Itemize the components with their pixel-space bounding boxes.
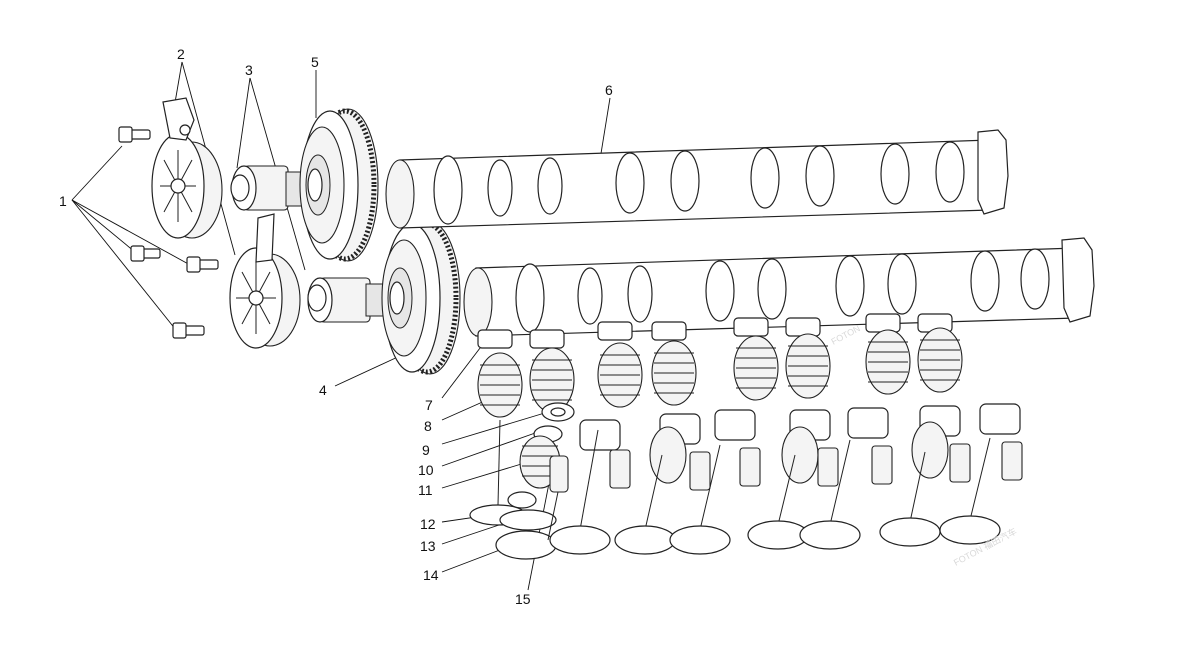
vvt-sprocket-lower (381, 221, 461, 375)
center-bolt-lower (307, 277, 387, 323)
sensor-cover-upper (151, 97, 223, 239)
valve-exploded-parts (469, 402, 575, 560)
callout-1: 1 (59, 193, 67, 209)
callout-3: 3 (245, 62, 253, 78)
callout-9: 9 (422, 442, 430, 458)
callout-7: 7 (425, 397, 433, 413)
camshaft-lower (463, 237, 1095, 337)
callout-5: 5 (311, 54, 319, 70)
bolt-4 (172, 322, 205, 339)
vvt-sprocket-upper (299, 108, 379, 262)
valve-train-row-lower (549, 403, 1023, 555)
valve-train-row-upper (477, 313, 963, 418)
callout-12: 12 (420, 516, 436, 532)
callout-11: 11 (418, 482, 433, 498)
camshaft-upper (385, 129, 1009, 229)
bolt-3 (186, 256, 219, 273)
callout-14: 14 (423, 567, 439, 583)
callout-2: 2 (177, 46, 185, 62)
callout-6: 6 (605, 82, 613, 98)
callout-13: 13 (420, 538, 436, 554)
bolt-1 (118, 126, 151, 143)
center-bolt-upper (230, 165, 309, 211)
sensor-cover-lower (229, 213, 301, 349)
callout-10: 10 (418, 462, 434, 478)
callout-4: 4 (319, 382, 327, 398)
bolt-2 (130, 245, 161, 262)
callout-8: 8 (424, 418, 432, 434)
callout-15: 15 (515, 591, 531, 607)
